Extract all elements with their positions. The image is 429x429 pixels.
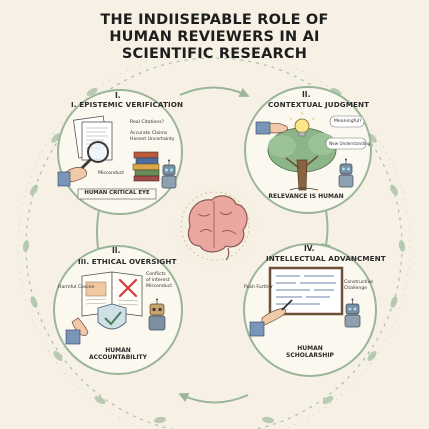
red-x-icon [118,278,138,298]
section-1-note-1: Real Citations? [130,120,165,125]
section-3-note-3: Misconduct [146,284,173,289]
robot-icon [344,298,361,328]
section-1-number: I. [115,91,121,100]
hand-icon [255,121,288,135]
section-1-note-2: Accurate Claims [130,131,168,136]
section-3-caption-line-2: ACCOUNTABILITY [88,354,147,361]
section-4-caption-line-2: SCHOLARSHIP [286,352,334,359]
title-line-3: SCIENTIFIC RESEARCH [121,46,308,62]
section-3-note-4: Harmful Coscen [58,285,95,290]
robot-icon [161,159,177,189]
section-1-title: I. EPISTEMIC VERIFICATION [71,100,184,109]
section-4-note-1: Push Further [244,285,273,290]
robot-icon [148,298,166,331]
tree-icon [267,127,337,191]
hand-icon [249,299,293,337]
section-3-caption-line-1: HUMAN [105,347,131,354]
whiteboard-icon [268,266,344,316]
section-3-title: III. ETHICAL OVERSIGHT [78,257,177,266]
section-2-title: CONTEXTUAL JUDGMENT [268,100,370,109]
speech-bubble-icon [329,115,365,128]
page-title: THE INDIISEPABLE ROLE OF HUMAN REVIEWERS… [0,12,429,63]
section-3-number: II. [112,246,121,255]
section-2-illustration [255,112,367,191]
lightbulb-icon [289,112,315,137]
section-4-caption-line-1: HUMAN [297,345,323,352]
section-4-title: INTELLECTUAL ADVANCMENT [266,254,386,263]
section-3-note-2: of interest [146,278,170,283]
section-2-caption: RELEVANCE IS HUMAN [268,193,344,200]
brain-icon [173,184,257,268]
title-line-2: HUMAN REVIEWERS IN AI [109,29,320,45]
section-3-note-1: Conflicts [146,272,166,277]
hand-icon [65,317,89,345]
section-1-note-4: Misconduct [98,171,125,176]
section-2-note-1: Meaningful? [334,119,362,124]
section-1-illustration [57,115,177,200]
section-4-illustration [249,266,361,337]
section-4-note-2: Constructive [344,280,374,285]
section-2-number: II. [302,90,311,99]
hand-icon [57,167,87,187]
speech-bubble-icon [325,137,367,150]
robot-icon [338,158,354,188]
section-4-note-3: Challenge [344,286,367,291]
section-1-caption: HUMAN CRITICAL EYE [84,190,150,196]
section-3-illustration [65,271,166,345]
title-line-1: THE INDIISEPABLE ROLE OF [100,12,329,28]
section-4-number: IV. [304,244,315,253]
shield-icon [97,303,127,330]
section-1-note-3: Honest Uncertainty [130,137,175,142]
books-icon [132,151,160,182]
section-2-note-2: New Understanding [329,141,371,146]
